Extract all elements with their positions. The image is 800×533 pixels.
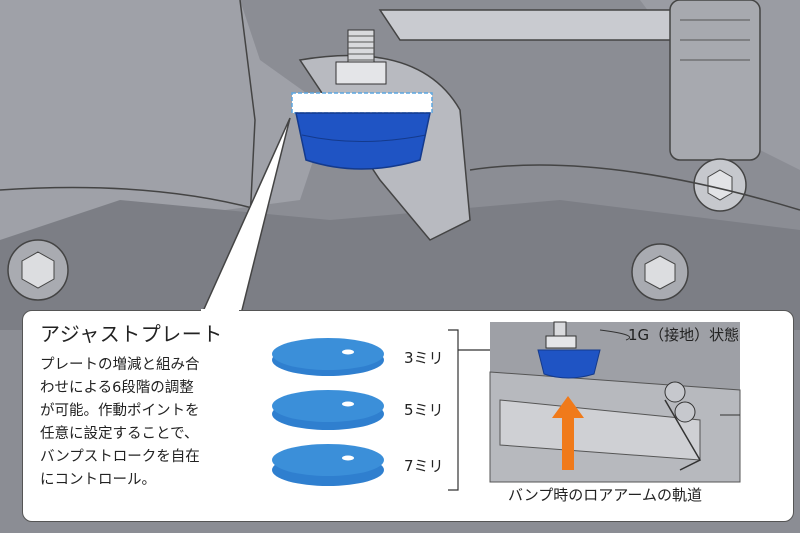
description-line: 任意に設定することで、 (40, 426, 199, 442)
callout-title: アジャストプレート (40, 322, 223, 346)
plate-label-5mm: 5ミリ (404, 401, 444, 419)
plate-7mm (272, 444, 384, 486)
state-label: 1G（接地）状態 (628, 326, 740, 344)
bump-stop-main (291, 29, 433, 170)
plate-5mm (272, 390, 384, 430)
plate-label-7mm: 7ミリ (404, 457, 444, 475)
description-line: プレートの増減と組み合 (40, 357, 200, 373)
callout-description: プレートの増減と組み合 わせによる6段階の調整 が可能。作動ポイントを 任意に設… (40, 354, 270, 492)
plate-label-3mm: 3ミリ (404, 349, 444, 367)
description-line: バンプストロークを自在 (40, 449, 200, 465)
plate-3mm (272, 338, 384, 376)
inset-illustration (489, 321, 741, 483)
trajectory-label: バンプ時のロアアームの軌道 (508, 486, 702, 504)
description-line: にコントロール。 (40, 472, 156, 488)
description-line: が可能。作動ポイントを (40, 403, 200, 419)
description-line: わせによる6段階の調整 (40, 380, 194, 396)
